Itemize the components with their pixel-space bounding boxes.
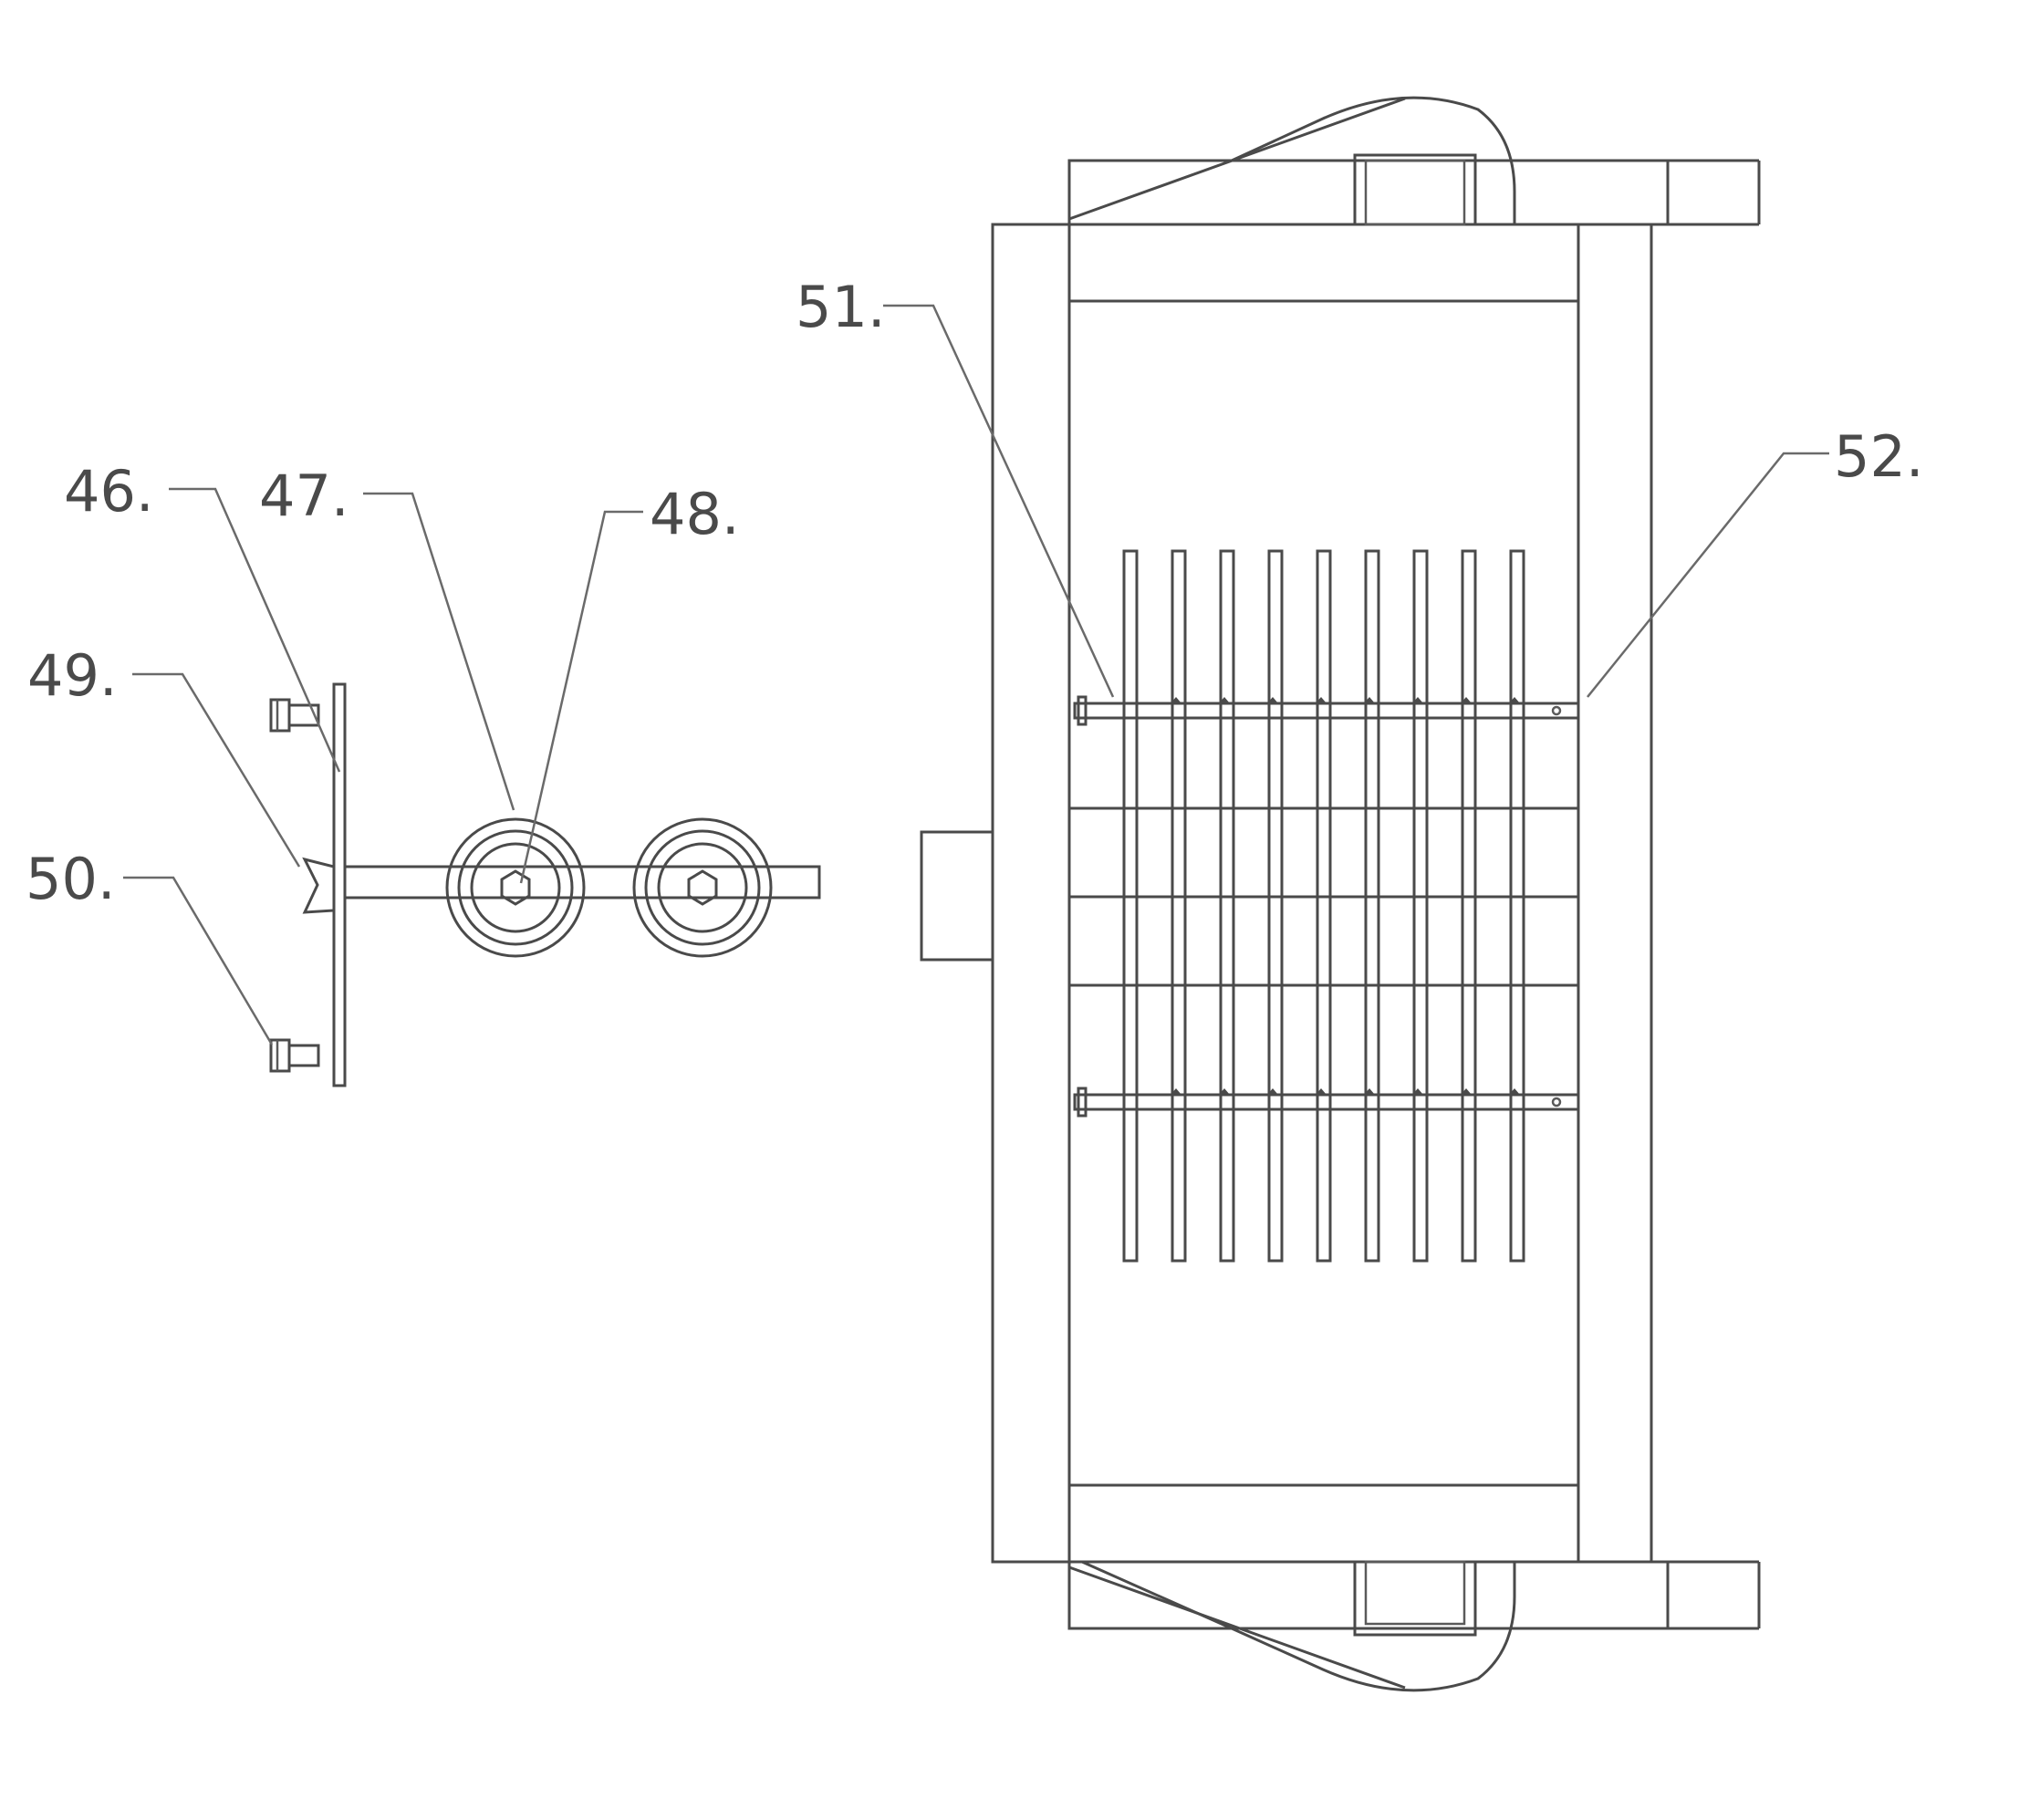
top-bracket [1067, 96, 1761, 226]
roller-assembly-view [269, 682, 821, 1087]
cone-stop [302, 857, 336, 914]
callout-46: 46. [64, 458, 154, 525]
mounting-plate [332, 682, 347, 1087]
roller-wheel-1 [445, 817, 586, 958]
callout-49: 49. [27, 642, 118, 709]
grid-vertical-slats [1122, 549, 1525, 1263]
cross-rod-lower [1073, 1087, 1580, 1118]
outer-frame [991, 223, 1653, 1564]
roller-wheel-2 [632, 817, 773, 958]
bolt-upper [269, 698, 320, 733]
callout-50: 50. [26, 846, 116, 912]
callout-47: 47. [259, 463, 349, 529]
callout-48: 48. [650, 481, 740, 547]
cross-rod-upper [1073, 695, 1580, 726]
frame-assembly-view [920, 96, 1761, 1692]
callout-leaders [123, 304, 1829, 1045]
side-block [920, 830, 994, 962]
bottom-bracket [1067, 1560, 1761, 1692]
bolt-lower [269, 1038, 320, 1073]
grid-horizontal-bars [1069, 806, 1578, 987]
callout-51: 51. [796, 274, 886, 340]
callout-52: 52. [1834, 423, 1924, 490]
